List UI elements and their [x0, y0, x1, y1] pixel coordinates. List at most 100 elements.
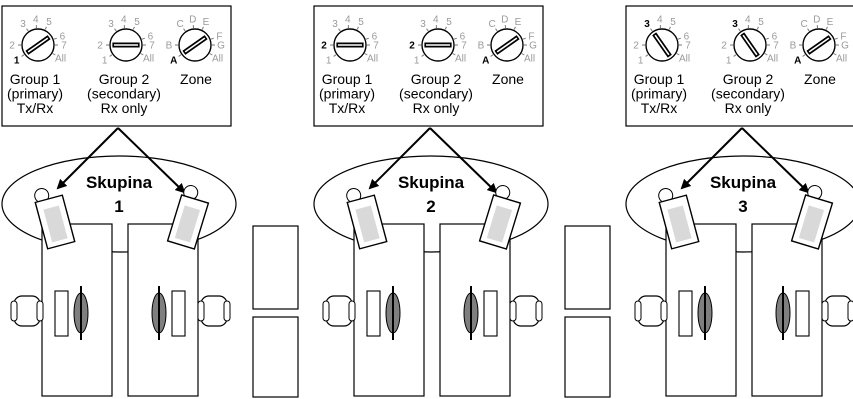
chair-left	[634, 295, 668, 327]
keyboard-right	[483, 290, 498, 337]
dial-tick	[833, 53, 837, 56]
arrow-right	[741, 127, 810, 194]
dial-mark: 2	[321, 41, 327, 52]
dial-tick	[140, 53, 144, 56]
dial-label-line: Tx/Rx	[641, 100, 678, 116]
chair-seat	[200, 295, 228, 327]
dial-tick	[114, 28, 117, 32]
dial-mark: 7	[373, 41, 379, 52]
dial-pointer-highlight	[496, 37, 518, 53]
device-screen	[174, 205, 201, 243]
dial-tick	[444, 26, 447, 30]
group-zone-ellipse	[625, 155, 853, 253]
chair-right	[509, 295, 543, 327]
dial-mark: A	[482, 55, 489, 66]
chair-right	[197, 295, 231, 327]
dial-mark: C	[488, 19, 495, 30]
dial-tick	[802, 54, 806, 57]
dial-mark: 3	[732, 19, 738, 30]
dial-mark: E	[827, 17, 834, 28]
cabinet-upper-1	[252, 225, 299, 310]
dial-mark: 5	[446, 17, 452, 28]
dial-mark: 3	[420, 19, 426, 30]
beltpack-left	[658, 188, 700, 250]
chair-seat	[325, 295, 353, 327]
beltpack-left	[346, 188, 388, 250]
dial-mark: C	[176, 19, 183, 30]
dial-tick	[109, 54, 113, 57]
dial-mark: 3	[20, 19, 26, 30]
dial-tick	[650, 28, 653, 32]
dial-label-line: (primary)	[7, 86, 63, 102]
dial-label-line: Group 2	[411, 71, 462, 87]
device-screen	[355, 205, 380, 243]
keyboard-left	[54, 290, 69, 337]
dial-mark: 2	[97, 41, 103, 52]
keyboard-left	[678, 290, 693, 337]
dial-mark: 4	[745, 15, 751, 26]
dial-label-line: Rx only	[725, 100, 772, 116]
dial-label-line: Group 2	[99, 71, 150, 87]
dial-label-line: (primary)	[631, 86, 687, 102]
chair-arm	[322, 300, 330, 322]
dial-mark: 6	[460, 32, 466, 43]
dial-tick	[807, 28, 810, 32]
dial-mark: 2	[9, 41, 15, 52]
dial-tick	[825, 26, 828, 30]
dial-tick	[183, 28, 186, 32]
dial-label-line: Group 1	[10, 71, 61, 87]
dial-tick	[141, 37, 145, 40]
dial-mark: 3	[644, 19, 650, 30]
dial-mark: All	[836, 54, 847, 65]
dial-mark: G	[217, 41, 225, 52]
dial-tick	[210, 37, 214, 40]
dial-tick	[668, 26, 671, 30]
dial-tick	[677, 37, 681, 40]
group-title: Skupina	[710, 173, 777, 192]
dial-mark: 3	[332, 19, 338, 30]
device-screen	[43, 205, 68, 243]
dial-tick	[356, 26, 359, 30]
device-screen	[486, 205, 513, 243]
dial-tick	[522, 37, 526, 40]
dial-mark: 2	[633, 41, 639, 52]
dial-mark: F	[528, 32, 534, 43]
dial-settings-box	[313, 5, 544, 127]
dial-mark: C	[800, 19, 807, 30]
dial-mark: 1	[414, 55, 420, 66]
dial-tick	[426, 28, 429, 32]
dial-mark: 1	[102, 55, 108, 66]
dial-mark: 3	[108, 19, 114, 30]
keyboard-right	[171, 290, 186, 337]
chair-arm	[348, 300, 356, 322]
dial-tick	[21, 54, 25, 57]
dial-mark: B	[166, 41, 173, 52]
dial-mark: 1	[326, 55, 332, 66]
cabinet-lower-1	[252, 316, 299, 398]
dial-mark: 4	[433, 15, 439, 26]
dial-mark: D	[189, 15, 196, 26]
dial-tick	[452, 53, 456, 56]
dial-label-line: Rx only	[101, 100, 148, 116]
dial-mark: All	[143, 54, 154, 65]
dial-mark: A	[794, 55, 801, 66]
dial-tick	[132, 26, 135, 30]
dial-label-line: (primary)	[319, 86, 375, 102]
dial-mark: 6	[148, 32, 154, 43]
dial-pointer-highlight	[808, 37, 830, 53]
dial-mark: F	[840, 32, 846, 43]
dial-tick	[756, 26, 759, 30]
group-title: Skupina	[86, 173, 153, 192]
dial-mark: 2	[409, 41, 415, 52]
dial-mark: D	[501, 15, 508, 26]
dial-pointer-highlight	[654, 34, 670, 56]
dial-mark: E	[203, 17, 210, 28]
chair-left	[322, 295, 356, 327]
beltpack-right	[166, 185, 210, 250]
chair-seat	[512, 295, 540, 327]
dial-tick	[765, 37, 769, 40]
